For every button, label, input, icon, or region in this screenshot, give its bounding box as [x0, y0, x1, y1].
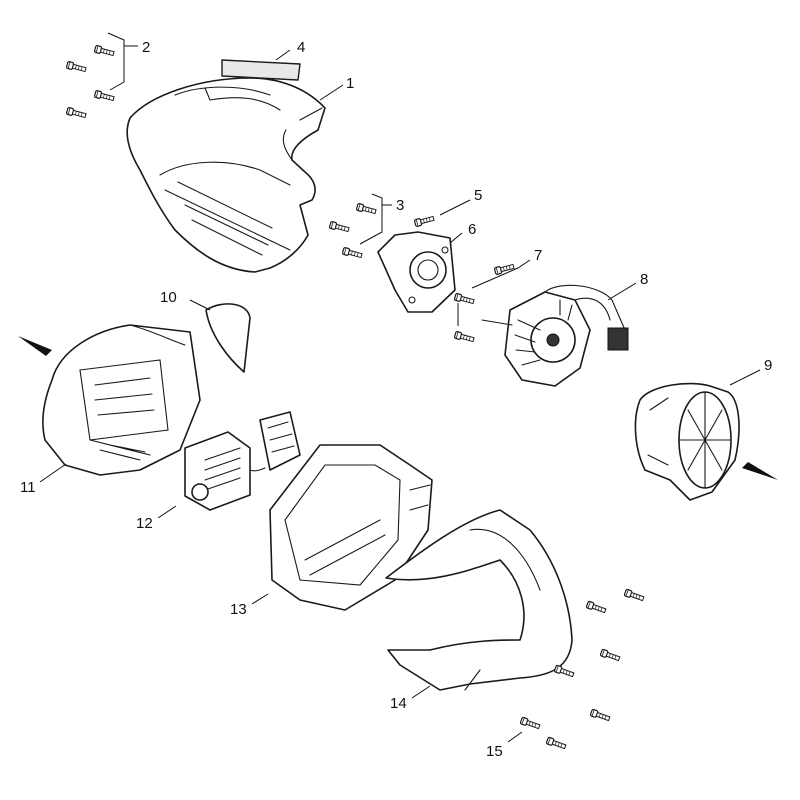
callout-8: 8	[640, 271, 648, 288]
callout-14: 14	[390, 695, 407, 712]
part-9-fan-shroud[interactable]	[634, 382, 740, 501]
leader-lines	[39, 32, 761, 743]
callout-1: 1	[346, 75, 354, 92]
callout-2: 2	[142, 39, 150, 56]
part-14-bottom-guard[interactable]	[385, 509, 573, 691]
part-4-decal[interactable]	[221, 59, 301, 81]
part-10-filter[interactable]	[205, 303, 251, 373]
part-12-control-module[interactable]	[184, 411, 301, 511]
callout-5: 5	[474, 187, 482, 204]
callout-12: 12	[136, 515, 153, 532]
part-13-middle-housing[interactable]	[269, 444, 433, 611]
part-1-top-cover[interactable]	[126, 77, 326, 273]
screw-set-3[interactable]	[328, 202, 378, 260]
airflow-arrow-icon	[18, 336, 52, 356]
callout-4: 4	[297, 39, 305, 56]
screw-5[interactable]	[413, 214, 436, 228]
callout-15: 15	[486, 743, 503, 760]
callout-6: 6	[468, 221, 476, 238]
callout-11: 11	[20, 479, 36, 496]
callout-9: 9	[764, 357, 772, 374]
callout-3: 3	[396, 197, 404, 214]
part-8-motor-assembly[interactable]	[481, 284, 629, 387]
part-11-left-housing[interactable]	[42, 324, 201, 476]
screw-set-7[interactable]	[453, 262, 516, 344]
airflow-arrow-icon	[742, 462, 778, 480]
callout-13: 13	[230, 601, 247, 618]
part-6-bearing-housing[interactable]	[377, 231, 456, 313]
callout-7: 7	[534, 247, 542, 264]
screw-set-2[interactable]	[65, 44, 116, 120]
callout-10: 10	[160, 289, 177, 306]
